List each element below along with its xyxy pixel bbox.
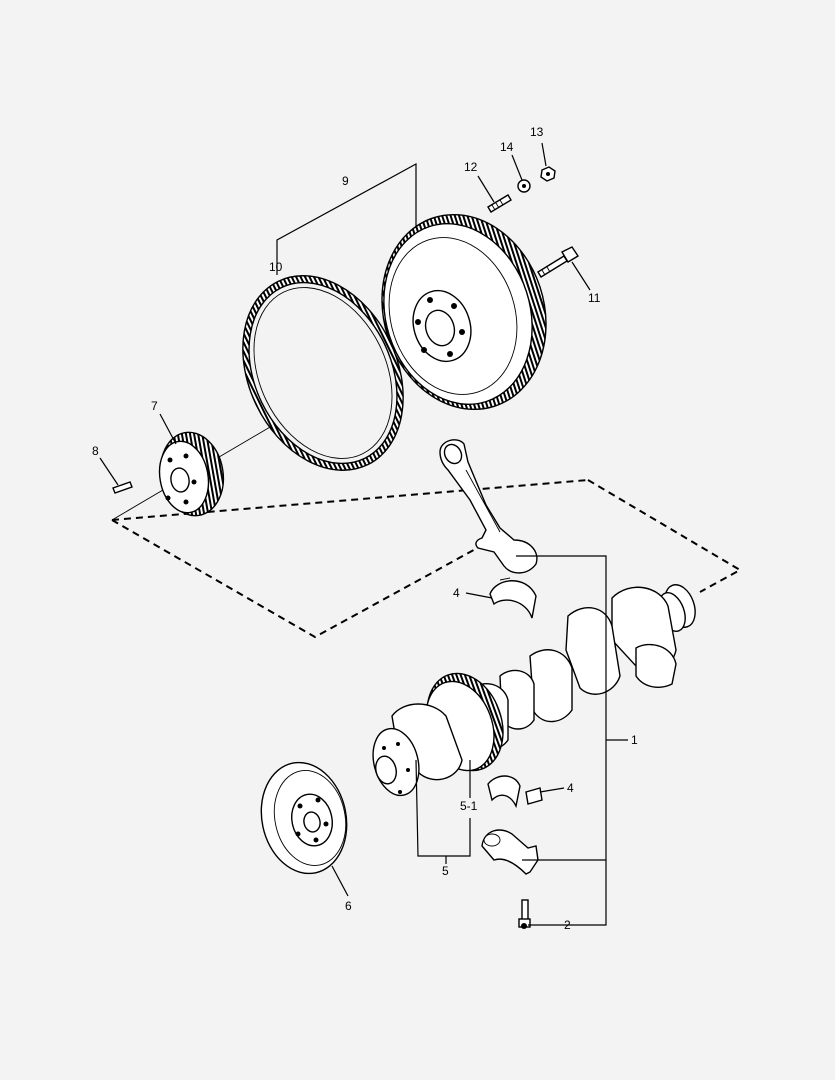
callout-10: 10 <box>269 260 283 274</box>
part-9-flywheel <box>381 213 547 411</box>
callout-5-1: 5-1 <box>460 799 478 813</box>
part-13-nut <box>540 166 556 182</box>
part-connecting-rod <box>439 439 538 574</box>
assembly-boundary <box>111 479 743 639</box>
callout-4-upper: 4 <box>453 586 460 600</box>
part-4-upper-bearing-shell <box>489 577 537 619</box>
callout-11: 11 <box>588 291 601 305</box>
part-14-washer <box>517 179 531 193</box>
callout-6: 6 <box>345 899 352 913</box>
part-4-lower-bearing-shell <box>487 775 543 809</box>
part-6-pulley <box>260 761 348 875</box>
leader-lines <box>99 142 628 926</box>
callout-13: 13 <box>530 125 544 139</box>
callout-7: 7 <box>151 399 158 413</box>
part-10-ring-gear <box>242 275 404 471</box>
part-11-bolt <box>537 246 579 278</box>
callout-labels: 1 2 4 4 5 5-1 6 7 8 9 10 11 12 13 14 <box>92 125 638 932</box>
part-8-dowel-pin <box>112 481 133 494</box>
callout-8: 8 <box>92 444 99 458</box>
callout-14: 14 <box>500 140 514 154</box>
part-2-cap-bolt <box>518 899 531 929</box>
part-7-crank-gear <box>158 431 225 517</box>
callout-5: 5 <box>442 864 449 878</box>
callout-1: 1 <box>631 733 638 747</box>
callout-4-lower: 4 <box>567 781 574 795</box>
part-crankshaft <box>372 584 696 797</box>
part-12-stud <box>487 194 512 213</box>
callout-2: 2 <box>564 918 571 932</box>
part-rod-cap <box>481 829 539 875</box>
callout-9: 9 <box>342 174 349 188</box>
callout-12: 12 <box>464 160 478 174</box>
